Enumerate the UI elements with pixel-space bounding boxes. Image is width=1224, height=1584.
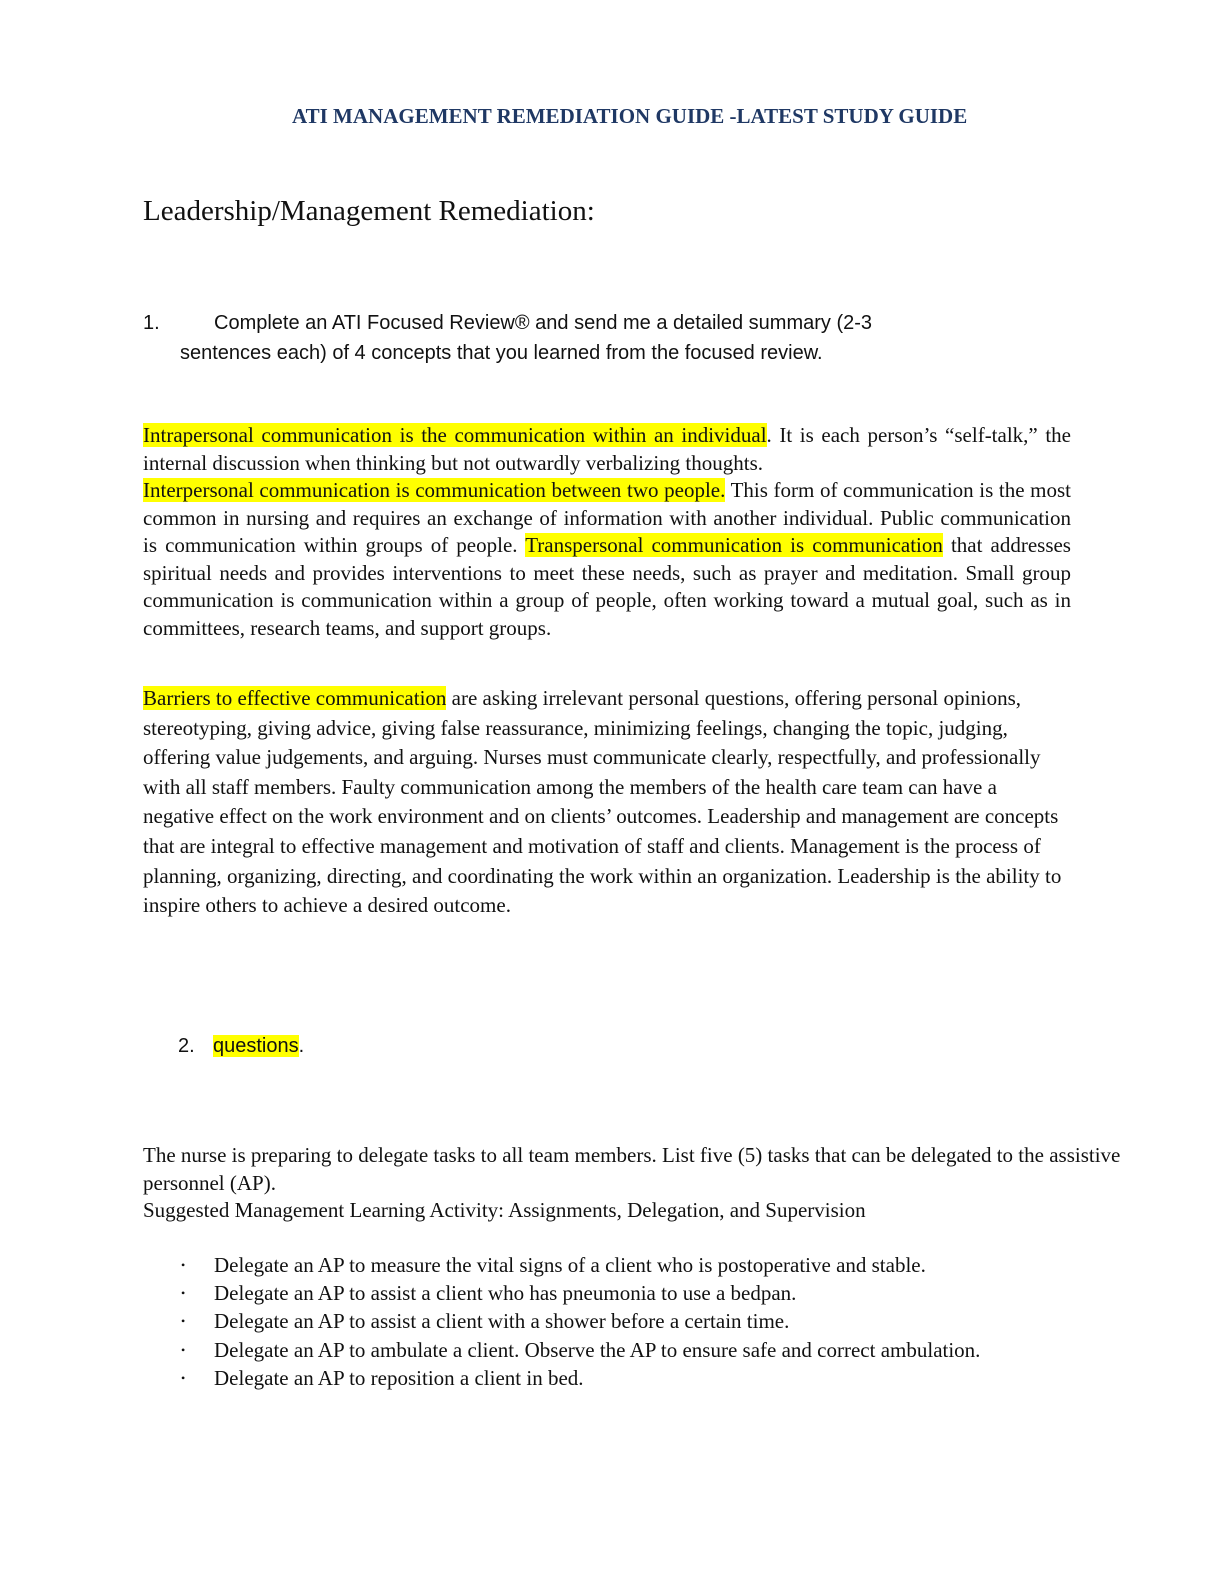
- task-1: 1. Complete an ATI Focused Review® and se…: [143, 308, 1003, 368]
- list-item-text: Delegate an AP to measure the vital sign…: [214, 1253, 926, 1277]
- list-item: • Delegate an AP to assist a client with …: [143, 1307, 1203, 1335]
- task-2: 2. questions.: [178, 1032, 304, 1060]
- list-item: • Delegate an AP to assist a client who h…: [143, 1279, 1203, 1307]
- highlight-interpersonal: Interpersonal communication is communica…: [143, 478, 726, 502]
- delegation-prompt: The nurse is preparing to delegate tasks…: [143, 1142, 1183, 1225]
- barriers-paragraph: Barriers to effective communication are …: [143, 684, 1073, 921]
- task-1-number: 1.: [143, 312, 160, 334]
- list-item: • Delegate an AP to ambulate a client. Ob…: [143, 1336, 1203, 1364]
- delegation-question: The nurse is preparing to delegate tasks…: [143, 1143, 1121, 1195]
- bullet-icon: •: [181, 1258, 186, 1272]
- bullet-icon: •: [181, 1286, 186, 1301]
- bullet-icon: •: [181, 1370, 186, 1385]
- highlight-barriers: Barriers to effective communication: [143, 686, 447, 710]
- list-item: • Delegate an AP to reposition a client i…: [143, 1364, 1203, 1392]
- list-item-text: Delegate an AP to assist a client who ha…: [214, 1281, 797, 1306]
- communication-types-paragraph: Intrapersonal communication is the commu…: [143, 422, 1071, 642]
- learning-activity: Suggested Management Learning Activity: …: [143, 1198, 866, 1222]
- paragraph-text: This form of communication is the most c…: [143, 478, 1071, 557]
- paragraph-text: that addresses spiritual needs and provi…: [143, 533, 1071, 640]
- task-2-number: 2.: [178, 1035, 195, 1057]
- highlight-intrapersonal: Intrapersonal communication is the commu…: [143, 423, 767, 447]
- list-item-text: Delegate an AP to reposition a client in…: [214, 1365, 584, 1390]
- bullet-icon: •: [181, 1314, 186, 1329]
- page-title: ATI MANAGEMENT REMEDIATION GUIDE -LATEST…: [292, 104, 968, 128]
- highlight-transpersonal: Transpersonal communication is communica…: [525, 533, 943, 557]
- list-item-text: Delegate an AP to assist a client with a…: [214, 1309, 790, 1334]
- paragraph-text: . It is each person’s “self-talk,” the i…: [143, 423, 1071, 475]
- delegation-task-list: • Delegate an AP to measure the vital sig…: [143, 1251, 1203, 1392]
- paragraph-text: are asking irrelevant personal questions…: [143, 686, 1062, 918]
- list-item: • Delegate an AP to measure the vital sig…: [143, 1251, 1203, 1279]
- task-1-line-2: sentences each) of 4 concepts that you l…: [180, 342, 823, 364]
- list-item-text: Delegate an AP to ambulate a client. Obs…: [214, 1337, 981, 1362]
- section-heading: Leadership/Management Remediation:: [143, 195, 595, 227]
- task-1-line-1: Complete an ATI Focused Review® and send…: [214, 312, 873, 334]
- task-2-suffix: .: [298, 1035, 305, 1057]
- bullet-icon: •: [181, 1342, 186, 1357]
- highlight-questions: questions: [213, 1035, 299, 1057]
